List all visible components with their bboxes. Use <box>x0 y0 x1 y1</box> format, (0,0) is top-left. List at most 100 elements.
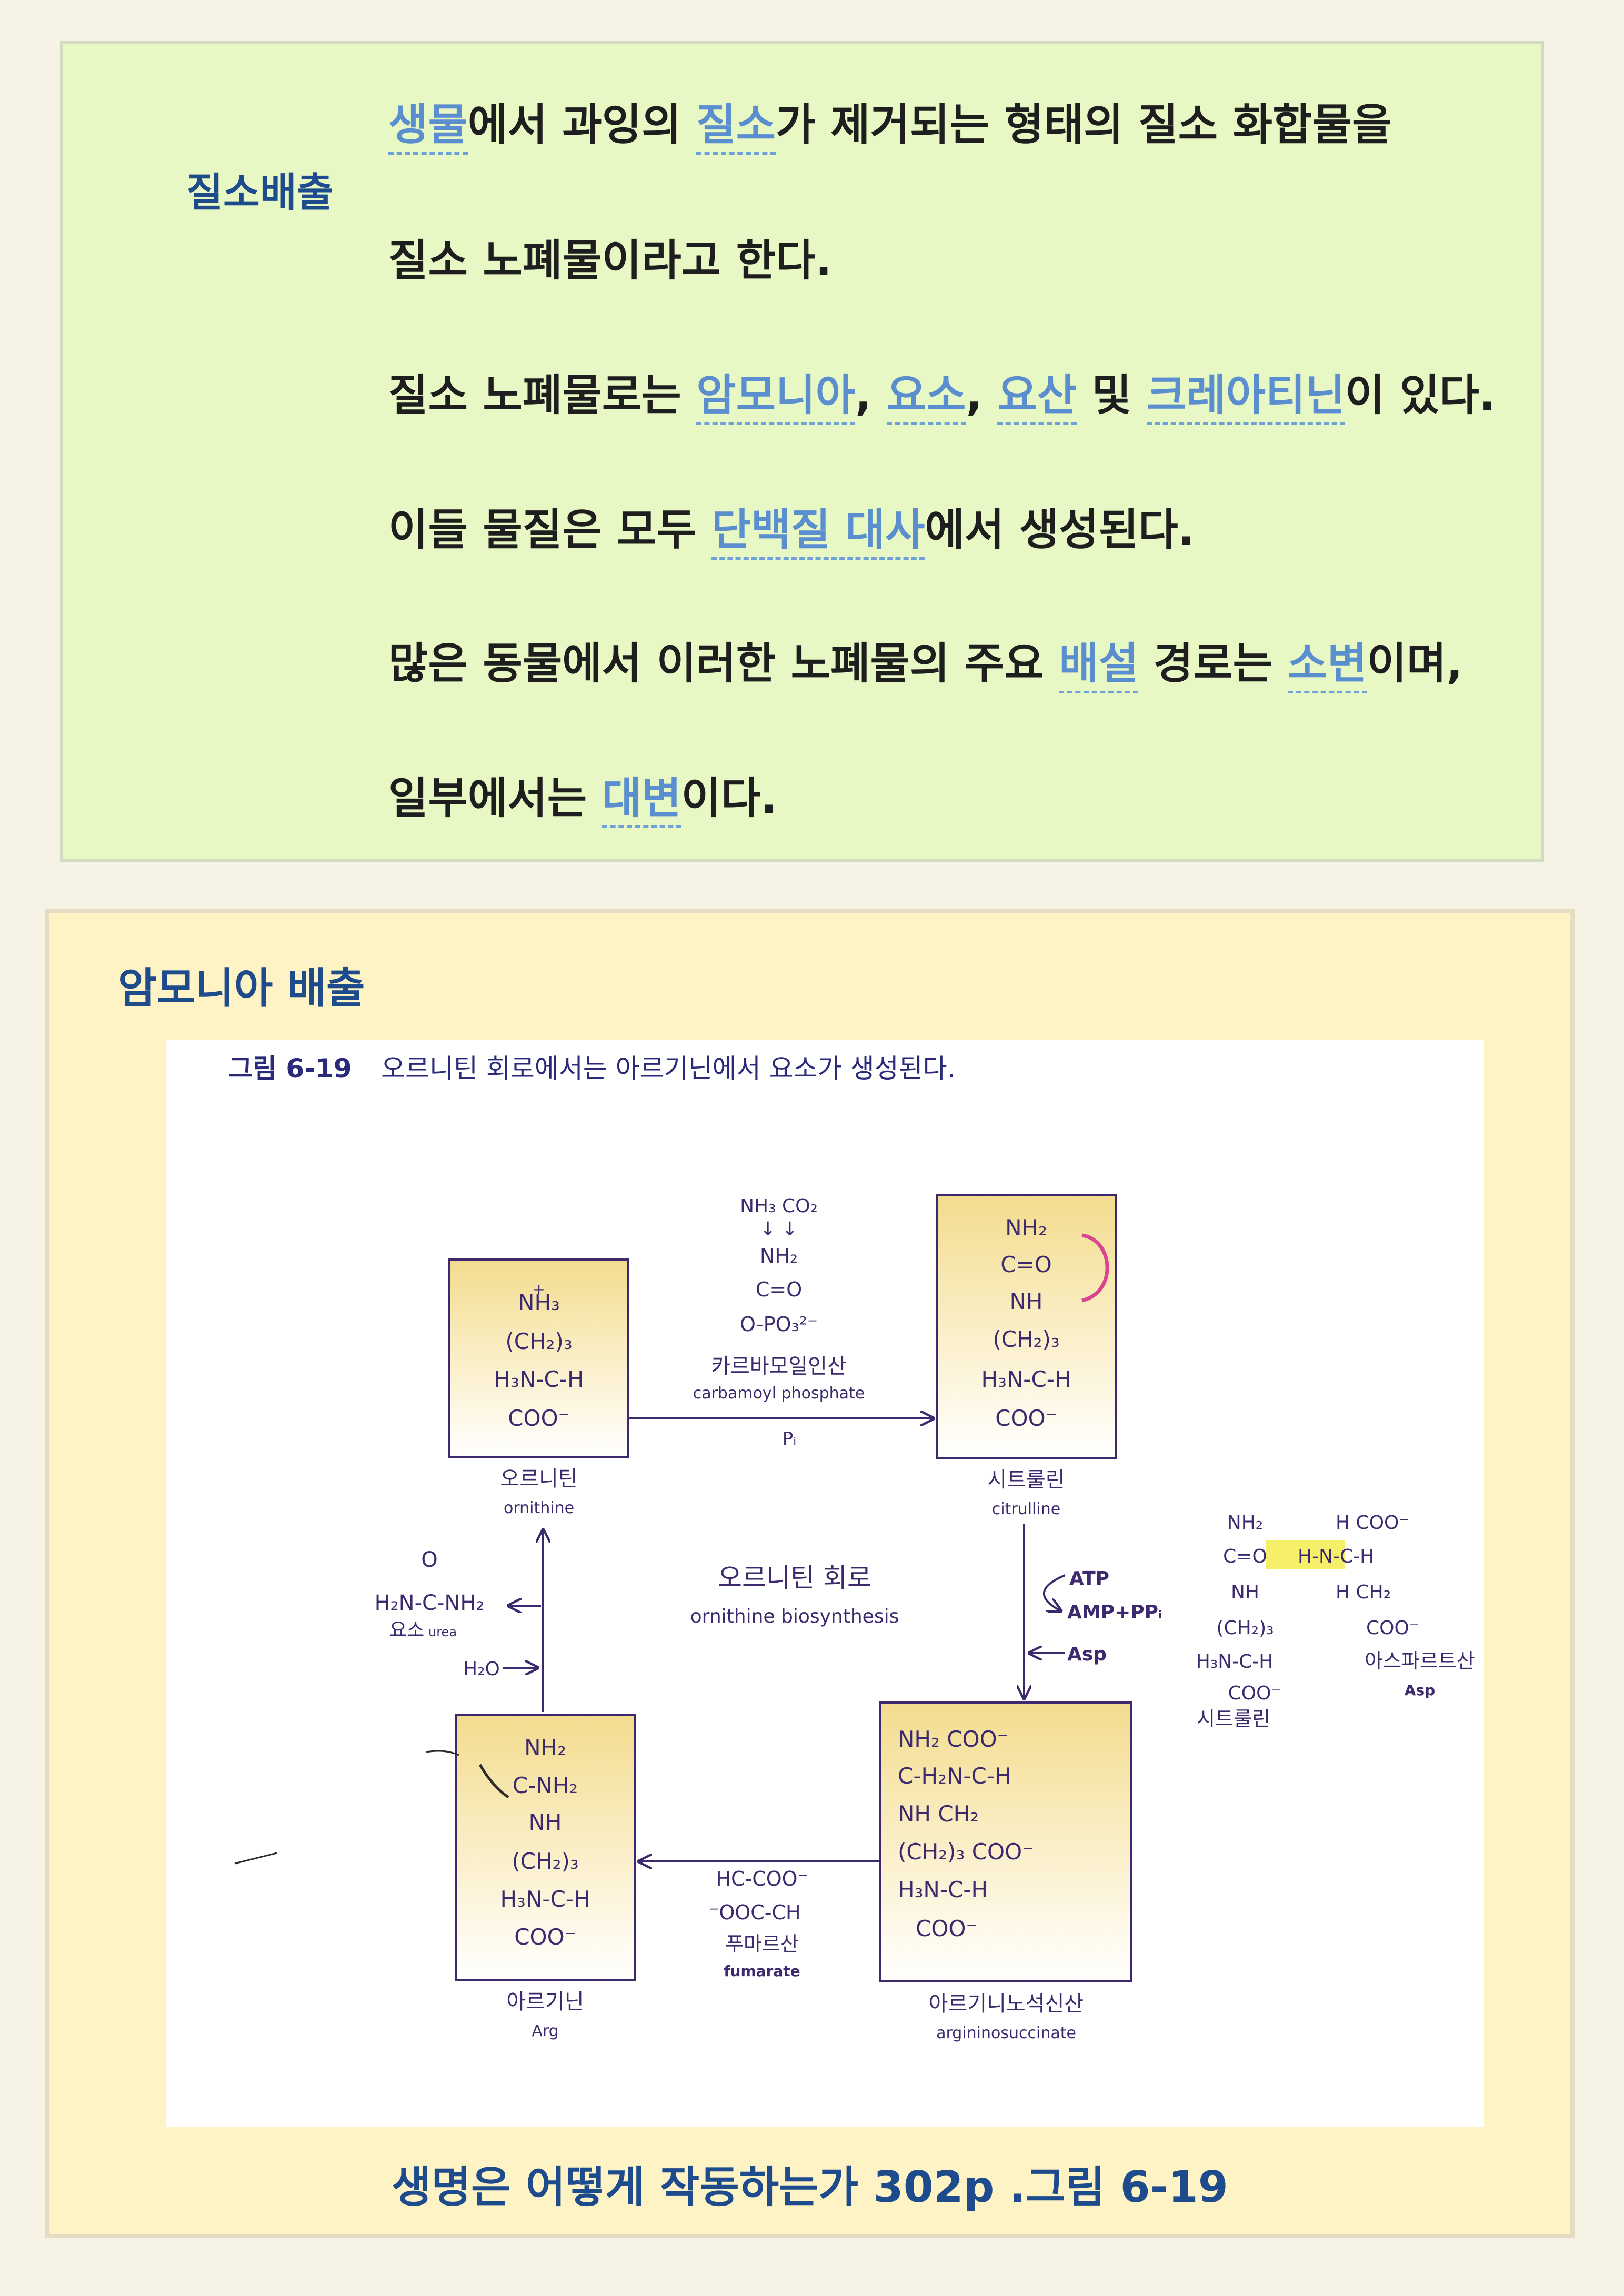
bracket-annotation <box>1081 1233 1109 1303</box>
molecule-name-ko: 시트룰린 <box>987 1468 1065 1492</box>
molecule-name-en: fumarate <box>724 1962 800 1980</box>
chem-label: H₃N-C-H <box>1196 1651 1274 1673</box>
keyword-link[interactable]: 크레아티닌 <box>1146 370 1345 425</box>
text-span: 일부에서는 <box>388 773 602 823</box>
urea-cycle-diagram: 그림 6-19 오르니틴 회로에서는 아르기닌에서 요소가 생성된다. + NH… <box>228 1053 1475 2042</box>
chem-label: ⁻OOC-CH <box>708 1901 800 1924</box>
pen-mark <box>426 1750 459 1756</box>
text-span: 에서 생성된다. <box>925 505 1195 555</box>
chem-label: H₃N-C-H <box>898 1877 988 1902</box>
paragraph-line-4: 이들 물질은 모두 단백질 대사에서 생성된다. <box>388 495 1457 560</box>
keyword-link[interactable]: 질소 <box>696 100 776 155</box>
text-span: 이다. <box>681 773 777 823</box>
chem-label: (CH₂)₃ <box>1216 1617 1274 1639</box>
molecule-name-ko: 카르바모일인산 <box>711 1354 847 1378</box>
chem-label: COO⁻ <box>1228 1683 1281 1704</box>
text-span: 및 <box>1077 370 1147 420</box>
chem-label: NH <box>529 1809 562 1835</box>
paragraph-line-3: 질소 노폐물로는 암모니아, 요소, 요산 및 크레아티닌이 있다. <box>388 360 1496 425</box>
chem-label: H₃N-C-H <box>500 1886 590 1912</box>
keyword-link[interactable]: 배설 <box>1059 639 1139 693</box>
molecule-name-en: carbamoyl phosphate <box>693 1384 865 1403</box>
chem-label: (CH₂)₃ <box>505 1328 572 1354</box>
text-span: 에서 과잉의 <box>467 100 697 150</box>
carbamoyl-phosphate-input: NH₃ CO₂ ↓ ↓ NH₂ C=O O-PO₃²⁻ 카르바모일인산 carb… <box>693 1195 865 1449</box>
ammonia-excretion-card: 암모니아 배출 그림 6-19 오르니틴 회로에서는 아르기닌에서 요소가 생성… <box>45 909 1575 2238</box>
molecule-name-ko: 요소 <box>389 1619 424 1641</box>
chem-label: NH₂ <box>1005 1215 1047 1241</box>
chem-label: (CH₂)₃ <box>512 1848 578 1874</box>
keyword-link[interactable]: 암모니아 <box>696 370 855 425</box>
molecule-name-en: ornithine <box>504 1499 574 1517</box>
text-span: 이들 물질은 모두 <box>388 505 711 555</box>
urea-output: O H₂N-C-NH₂ 요소 urea H₂O <box>375 1548 500 1680</box>
molecule-name-ko: 아르기닌 <box>506 1990 584 2014</box>
chem-label: NH₂ COO⁻ <box>898 1726 1009 1752</box>
chem-label: C-H₂N-C-H <box>898 1763 1011 1789</box>
paragraph-line-6: 일부에서는 대변이다. <box>388 763 1457 828</box>
fumarate-output: HC-COO⁻ ⁻OOC-CH 푸마르산 fumarate <box>708 1867 808 1980</box>
text-span: 가 제거되는 형태의 질소 화합물을 <box>776 100 1392 150</box>
chem-label: H₃N-C-H <box>981 1366 1071 1392</box>
text-span: 경로는 <box>1138 639 1288 689</box>
paragraph-line-2: 질소 노폐물이라고 한다. <box>388 225 1457 288</box>
ornithine-molecule: + NH₃ (CH₂)₃ H₃N-C-H COO⁻ 오르니틴 ornithine <box>448 1258 629 1517</box>
chem-label: HC-COO⁻ <box>716 1867 808 1890</box>
molecule-name-en: urea <box>428 1625 457 1639</box>
pen-mark <box>478 1764 509 1799</box>
atp-label: ATP <box>1069 1568 1109 1589</box>
molecule-name-en: Asp <box>1405 1681 1435 1699</box>
chem-label: O <box>421 1548 437 1572</box>
chem-label: NH <box>1010 1288 1043 1314</box>
figure-heading: 오르니틴 회로에서는 아르기닌에서 요소가 생성된다. <box>381 1053 955 1084</box>
chem-label: C-NH₂ <box>513 1773 578 1798</box>
citrulline-molecule: NH₂ C=O NH (CH₂)₃ H₃N-C-H COO⁻ 시트룰린 citr… <box>936 1194 1117 1518</box>
text-span: 질소 노폐물로는 <box>388 370 697 420</box>
molecule-name-ko: 시트룰린 <box>1197 1707 1270 1730</box>
text-span: 많은 동물에서 이러한 노폐물의 주요 <box>388 639 1059 689</box>
chem-label: COO⁻ <box>1366 1617 1419 1639</box>
chem-label: NH <box>1231 1582 1259 1603</box>
chem-label: COO⁻ <box>514 1924 576 1950</box>
asp-label: Asp <box>1067 1644 1107 1665</box>
chem-label: H-N-C-H <box>1298 1546 1374 1567</box>
chem-label: C=O <box>1223 1546 1267 1567</box>
keyword-link[interactable]: 단백질 대사 <box>711 505 925 560</box>
molecule-name-ko: 푸마르산 <box>725 1932 799 1956</box>
chem-label: ↓ ↓ <box>760 1219 798 1240</box>
highlight-mark <box>1266 1540 1345 1569</box>
text-span: , <box>855 370 887 420</box>
chem-label: COO⁻ <box>995 1405 1057 1431</box>
chem-label: H₂O <box>463 1658 500 1680</box>
molecule-name-en: Arg <box>532 2022 558 2040</box>
figure-number: 그림 6-19 <box>228 1053 352 1084</box>
paragraph-line-1: 생물에서 과잉의 질소가 제거되는 형태의 질소 화합물을 <box>388 89 1457 155</box>
nitrogen-excretion-card: 질소배출 생물에서 과잉의 질소가 제거되는 형태의 질소 화합물을 질소 노폐… <box>60 41 1544 862</box>
arginine-molecule: NH₂ C-NH₂ NH (CH₂)₃ H₃N-C-H COO⁻ 아르기닌 Ar… <box>234 1714 636 2040</box>
chem-label: NH CH₂ <box>898 1801 979 1827</box>
keyword-link[interactable]: 요소 <box>886 370 966 425</box>
atp-arrow <box>1043 1574 1066 1611</box>
chem-label: COO⁻ <box>508 1405 570 1431</box>
text-span: 이며, <box>1367 639 1463 689</box>
molecule-name-ko: 아스파르트산 <box>1365 1649 1475 1673</box>
text-span: , <box>966 370 998 420</box>
chem-label: NH₂ <box>524 1735 566 1760</box>
chem-label: H₂N-C-NH₂ <box>375 1591 485 1615</box>
chem-label: + <box>533 1281 545 1298</box>
cycle-name-ko: 오르니틴 회로 <box>718 1563 871 1593</box>
keyword-link[interactable]: 소변 <box>1287 639 1367 693</box>
chem-label: (CH₂)₃ <box>993 1326 1059 1352</box>
argininosuccinate-molecule: NH₂ COO⁻ C-H₂N-C-H NH CH₂ (CH₂)₃ COO⁻ H₃… <box>879 1701 1132 2042</box>
keyword-link[interactable]: 생물 <box>388 100 468 155</box>
chem-label: H COO⁻ <box>1336 1512 1409 1534</box>
keyword-link[interactable]: 요산 <box>997 370 1077 425</box>
keyword-link[interactable]: 대변 <box>602 773 681 828</box>
card-title-nitrogen: 질소배출 <box>186 169 334 216</box>
paragraph-line-5: 많은 동물에서 이러한 노폐물의 주요 배설 경로는 소변이며, <box>388 628 1463 693</box>
chem-label: (CH₂)₃ COO⁻ <box>898 1839 1034 1865</box>
pen-mark <box>234 1852 277 1865</box>
text-span: 이 있다. <box>1345 370 1496 420</box>
chem-label: COO⁻ <box>916 1916 978 1941</box>
molecule-name-en: citrulline <box>992 1500 1060 1518</box>
